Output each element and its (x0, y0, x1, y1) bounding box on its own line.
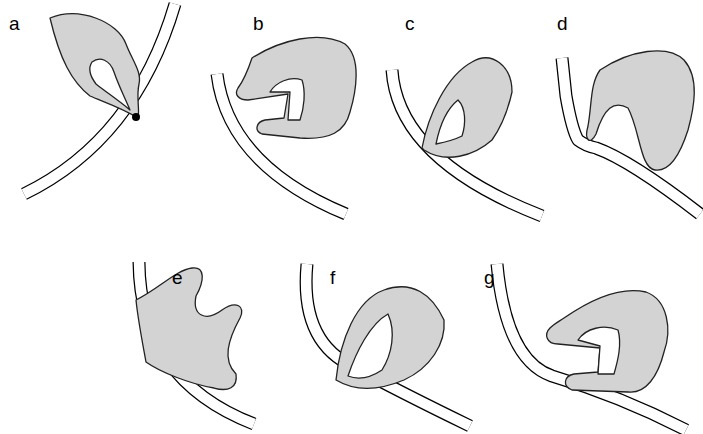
panel-letter: c (405, 14, 415, 33)
panel-letter: e (172, 268, 183, 287)
panel-letter: d (557, 14, 568, 33)
panel-g-drawing (497, 264, 686, 430)
panel-f-drawing (306, 264, 470, 426)
panel-e-drawing (136, 262, 254, 424)
panel-a-drawing (24, 4, 175, 194)
panel-letter: f (330, 268, 335, 287)
panel-b-drawing (217, 37, 356, 214)
panel-c-drawing (392, 58, 542, 216)
panel-letter: b (253, 14, 264, 33)
panel-letter: g (484, 268, 495, 287)
panel-d-drawing (562, 51, 700, 214)
panel-letter: a (9, 14, 20, 33)
